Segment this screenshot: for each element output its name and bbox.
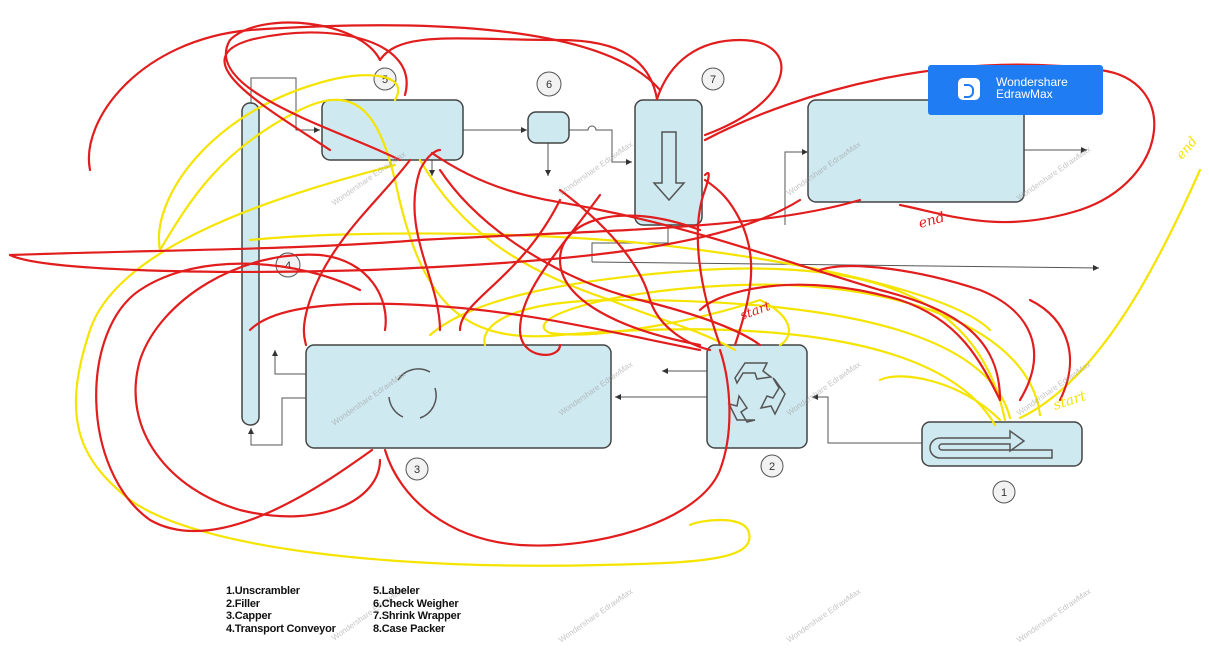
check-weigher-box (528, 112, 569, 143)
node-2-label: 2 (769, 461, 775, 473)
node-4-label: 4 (285, 260, 291, 272)
node-1-label: 1 (1001, 487, 1007, 499)
node-3-label: 3 (414, 464, 420, 476)
badge-line-2: EdrawMax (996, 88, 1068, 100)
legend-item: 7.Shrink Wrapper (373, 610, 503, 623)
end-annotation-1: end (917, 210, 947, 232)
start-annotation-1: start (738, 299, 773, 324)
capper-box (306, 345, 611, 448)
node-6-label: 6 (546, 79, 552, 91)
shrink-wrapper-box (635, 100, 702, 225)
equipment-legend: 1.Unscrambler 5.Labeler 2.Filler 6.Check… (226, 585, 503, 635)
edrawmax-logo-icon (958, 78, 980, 100)
node-7-label: 7 (710, 74, 716, 86)
labeler-box (322, 100, 463, 160)
legend-item: 4.Transport Conveyor (226, 623, 373, 636)
legend-item: 6.Check Weigher (373, 598, 503, 611)
legend-item: 8.Case Packer (373, 623, 503, 636)
start-annotation-2: start (1051, 388, 1088, 414)
edrawmax-badge: Wondershare EdrawMax (928, 65, 1103, 115)
legend-item: 1.Unscrambler (226, 585, 373, 598)
legend-item: 3.Capper (226, 610, 373, 623)
legend-item: 2.Filler (226, 598, 373, 611)
end-annotation-2: end (1174, 134, 1201, 162)
legend-item: 5.Labeler (373, 585, 503, 598)
